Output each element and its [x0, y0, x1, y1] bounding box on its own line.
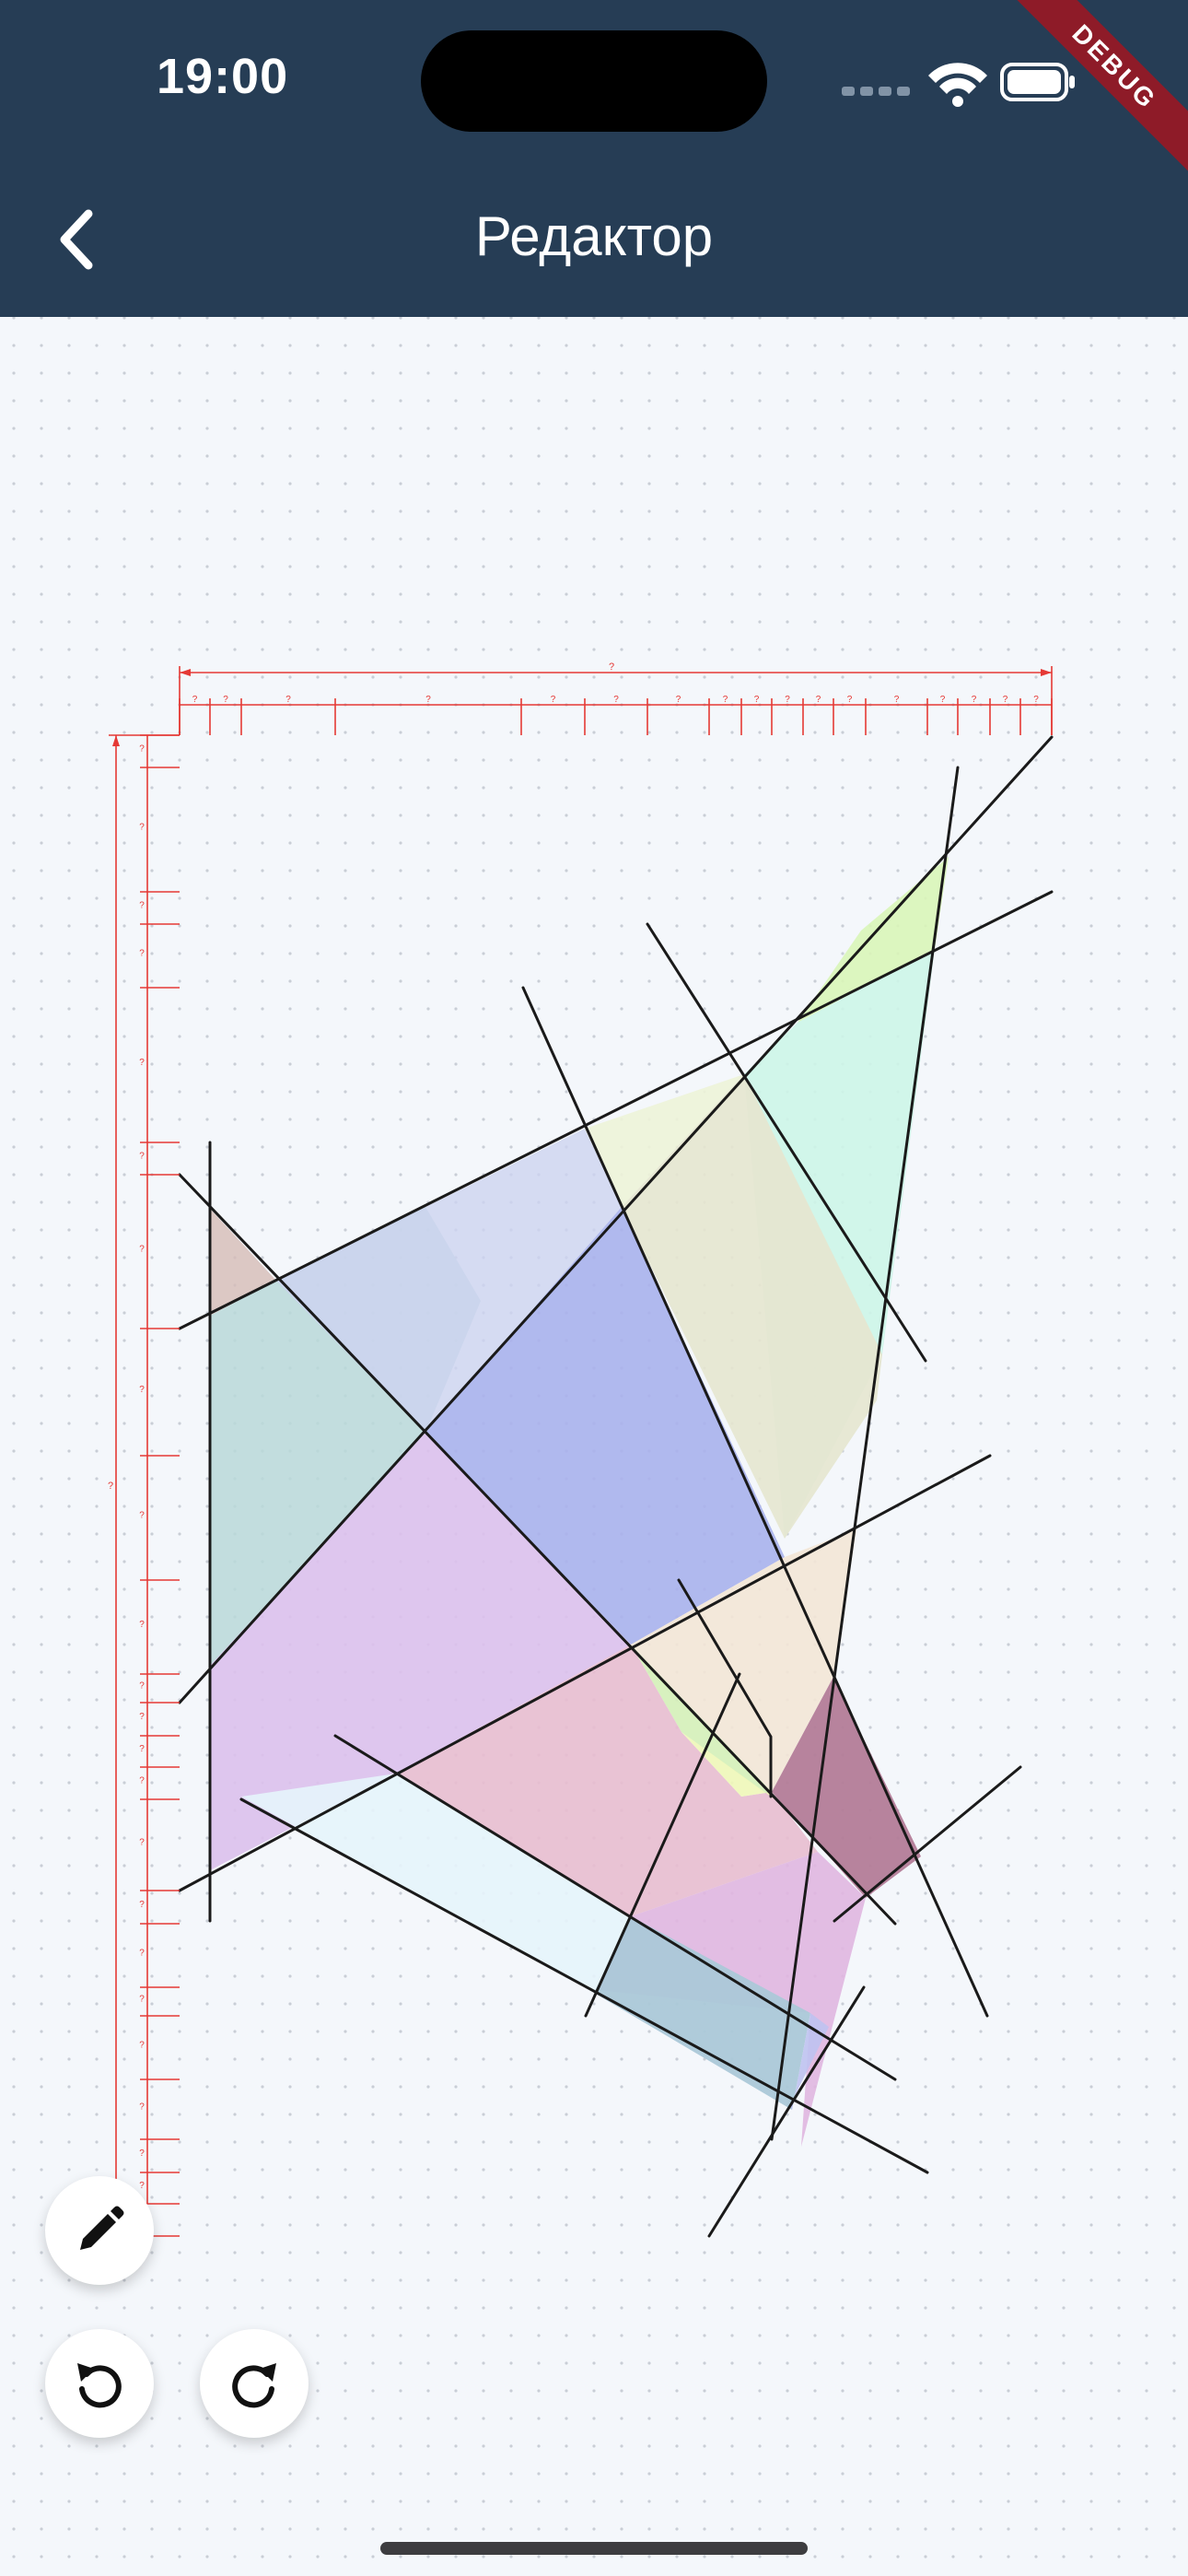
dimension-label: ?: [139, 1058, 145, 1068]
line: [707, 1985, 866, 2238]
dimension-label: ?: [940, 695, 946, 705]
dimension-label: ?: [139, 1712, 145, 1722]
line: [239, 1797, 929, 2174]
pencil-icon: [80, 2206, 124, 2250]
region: [772, 1677, 921, 1898]
dimension-label: ?: [785, 695, 790, 705]
region: [276, 1129, 622, 1433]
dimension-label: ?: [972, 695, 977, 705]
dimension-label: ?: [139, 949, 145, 959]
dimension-label: ?: [139, 1900, 145, 1910]
dimension-label: ?: [139, 1681, 145, 1692]
dimension-label: ?: [139, 2181, 145, 2191]
dimension-label: ?: [613, 695, 619, 705]
undo-button[interactable]: [45, 2329, 154, 2438]
dimension-label: ?: [139, 2102, 145, 2113]
chevron-left-icon: [60, 209, 93, 270]
signal-icon: [842, 87, 910, 96]
line: [178, 735, 1054, 1704]
dimension-label: ?: [894, 695, 900, 705]
dimension-label: ?: [139, 2149, 145, 2159]
drawing-canvas[interactable]: ? ????????????????? ? ??????????????????…: [0, 317, 1188, 2576]
dimension-label: ?: [676, 695, 681, 705]
line: [178, 1454, 992, 1892]
home-indicator: [380, 2542, 808, 2555]
dimension-label: ?: [139, 1385, 145, 1395]
dimension-label: ?: [1003, 695, 1008, 705]
dimension-label: ?: [551, 695, 556, 705]
dynamic-island: [421, 30, 767, 132]
page-title: Редактор: [474, 205, 714, 267]
dimension-label: ?: [139, 1620, 145, 1630]
region: [594, 1916, 810, 2110]
dimension-label: ?: [108, 1481, 113, 1492]
line: [333, 1734, 897, 2081]
line: [521, 986, 989, 2018]
dimension-label: ?: [192, 695, 198, 705]
dimension-label: ?: [847, 695, 853, 705]
line: [646, 922, 927, 1363]
wifi-icon: [928, 63, 987, 107]
region: [585, 1023, 798, 1207]
line: [584, 1672, 741, 2018]
region: [396, 1645, 818, 1916]
dimension-label: ?: [723, 695, 728, 705]
redo-icon: [232, 2363, 276, 2408]
region: [210, 1433, 631, 1870]
region: [425, 1207, 785, 1645]
dimension-label: ?: [139, 1995, 145, 2005]
dimension-label: ?: [609, 662, 614, 673]
dimension-label: ?: [223, 695, 228, 705]
undo-icon: [77, 2363, 122, 2408]
construction-lines: [178, 735, 1054, 2238]
line: [770, 766, 960, 2141]
dimension-label: ?: [139, 1744, 145, 1754]
dimension-label: ?: [285, 695, 291, 705]
dimension-label: ?: [139, 823, 145, 833]
battery-icon: [1000, 63, 1075, 101]
redo-button[interactable]: [200, 2329, 309, 2438]
app-bar: 19:00 DEBUG Редактор: [0, 0, 1188, 317]
dimension-label: ?: [139, 901, 145, 911]
dimension-label: ?: [754, 695, 760, 705]
line: [178, 890, 1054, 1330]
dimension-label: ?: [139, 1511, 145, 1521]
dimension-label: ?: [425, 695, 431, 705]
line: [178, 1173, 897, 1926]
line: [833, 1765, 1022, 1923]
region: [790, 2013, 829, 2110]
dimension-label: ?: [139, 1245, 145, 1255]
status-icons: [842, 63, 1075, 107]
region: [241, 1774, 631, 1993]
region: [622, 1074, 882, 1539]
back-button[interactable]: [41, 193, 114, 286]
dimension-label: ?: [139, 1949, 145, 1959]
region: [631, 1529, 856, 1792]
dimension-label: ?: [139, 1152, 145, 1162]
dimension-label: ?: [1033, 695, 1039, 705]
dimension-label: ?: [139, 2041, 145, 2051]
status-time: 19:00: [157, 49, 289, 104]
dimension-label: ?: [139, 1838, 145, 1848]
dimension-label: ?: [139, 744, 145, 755]
line: [677, 1578, 773, 1798]
dimension-label: ?: [139, 1776, 145, 1786]
dimension-label: ?: [816, 695, 821, 705]
edit-button[interactable]: [45, 2176, 154, 2285]
region: [798, 857, 949, 1023]
